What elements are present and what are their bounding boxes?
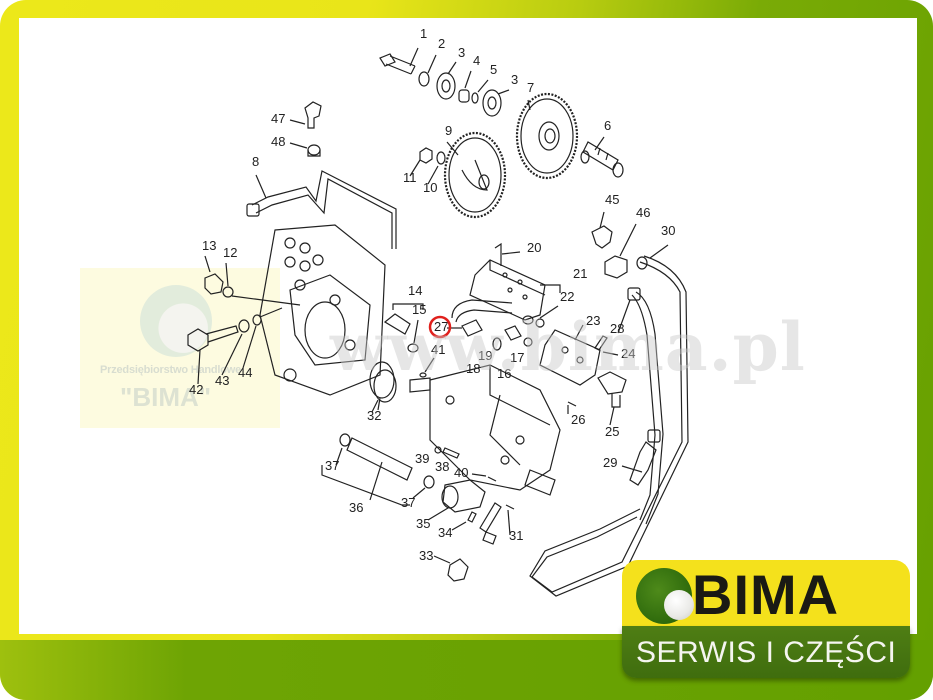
part-label: 46 — [636, 205, 650, 220]
part-pipes-28-30 — [529, 244, 689, 597]
part-label: 22 — [560, 289, 574, 304]
part-label: 9 — [445, 123, 452, 138]
part-washer-2 — [418, 71, 430, 87]
part-label: 32 — [367, 408, 381, 423]
part-label: 40 — [454, 465, 468, 480]
part-label: 31 — [509, 528, 523, 543]
part-label: 6 — [604, 118, 611, 133]
logo-ball-highlight-icon — [664, 590, 694, 620]
part-label: 48 — [271, 134, 285, 149]
part-label: 10 — [423, 180, 437, 195]
part-label: 30 — [661, 223, 675, 238]
part-label: 19 — [478, 348, 492, 363]
watermark-url: www.bima.pl — [330, 308, 806, 386]
part-label: 21 — [573, 266, 587, 281]
part-label: 1 — [420, 26, 427, 41]
part-injection-pump — [369, 361, 561, 496]
part-bolt-1 — [379, 47, 419, 75]
part-label: 12 — [223, 245, 237, 260]
part-housing — [259, 224, 386, 396]
part-label: 47 — [271, 111, 285, 126]
part-label: 23 — [586, 313, 600, 328]
part-label: 43 — [215, 373, 229, 388]
part-label: 14 — [408, 283, 422, 298]
part-label: 24 — [621, 346, 635, 361]
part-label: 4 — [473, 53, 480, 68]
watermark-company-line: Przedsiębiorstwo Handlowe — [100, 364, 242, 376]
logo-name: BIMA — [692, 563, 840, 626]
part-label: 13 — [202, 238, 216, 253]
highlight-ring-27 — [428, 315, 452, 339]
part-label: 38 — [435, 459, 449, 474]
part-label: 27 — [434, 319, 448, 334]
part-label: 36 — [349, 500, 363, 515]
part-label: 16 — [497, 366, 511, 381]
part-label: 3 — [511, 72, 518, 87]
part-label: 37 — [325, 458, 339, 473]
part-label: 8 — [252, 154, 259, 169]
part-label: 15 — [412, 302, 426, 317]
part-label: 26 — [571, 412, 585, 427]
logo-bottom-panel — [622, 626, 910, 678]
part-label: 33 — [419, 548, 433, 563]
part-label: 34 — [438, 525, 452, 540]
part-label: 2 — [438, 36, 445, 51]
logo-tagline: SERWIS I CZĘŚCI — [636, 636, 897, 669]
part-gear-7 — [515, 92, 579, 180]
watermark-logo-icon — [140, 285, 212, 357]
part-label: 29 — [603, 455, 617, 470]
part-label: 35 — [416, 516, 430, 531]
diagram-drawing — [187, 47, 689, 597]
part-label: 25 — [605, 424, 619, 439]
bima-logo[interactable]: BIMA SERWIS I CZĘŚCI — [622, 560, 910, 678]
part-label: 28 — [610, 321, 624, 336]
part-shaft-36 — [321, 433, 435, 506]
part-label: 11 — [403, 170, 417, 185]
part-label: 37 — [401, 495, 415, 510]
part-label: 18 — [466, 361, 480, 376]
part-label: 7 — [527, 80, 534, 95]
part-label: 45 — [605, 192, 619, 207]
part-valve-block-21 — [469, 242, 561, 321]
part-pin-6 — [580, 136, 624, 178]
part-label: 3 — [458, 45, 465, 60]
part-label: 5 — [490, 62, 497, 77]
part-gear-9 — [443, 131, 507, 219]
part-label: 39 — [415, 451, 429, 466]
part-label: 44 — [238, 365, 252, 380]
watermark-name: "BIMA" — [120, 382, 212, 412]
part-label: 20 — [527, 240, 541, 255]
part-label: 17 — [510, 350, 524, 365]
part-pipe-8 — [246, 170, 397, 249]
part-label: 41 — [431, 342, 445, 357]
part-block-23 — [539, 324, 601, 386]
part-label: 42 — [189, 382, 203, 397]
